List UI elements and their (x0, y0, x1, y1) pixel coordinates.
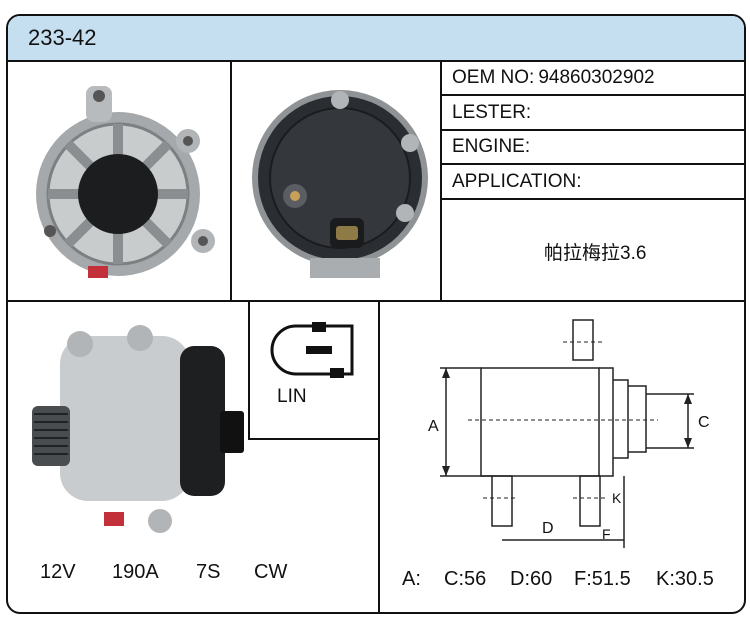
application-label: APPLICATION: (452, 171, 582, 192)
engine-label: ENGINE: (452, 136, 531, 157)
drawing-label-f: F (602, 526, 611, 542)
alternator-rear-photo (252, 90, 428, 278)
divider (230, 60, 232, 300)
connector-label: LIN (277, 386, 307, 407)
part-number: 233-42 (28, 25, 97, 50)
product-card: 233-42 OEM NO:94860302902 LESTER: ENGINE… (6, 14, 746, 614)
rating-pulley: 7S (196, 561, 221, 583)
drawing-label-a: A (428, 418, 439, 435)
dimension-f: F:51.5 (574, 568, 631, 590)
dimension-c: C:56 (444, 568, 487, 590)
header-bar: 233-42 (8, 16, 744, 62)
divider (440, 94, 744, 96)
drawing-label-c: C (698, 414, 710, 431)
dimension-d: D:60 (510, 568, 553, 590)
divider (440, 129, 744, 131)
lin-connector-diagram (270, 322, 354, 378)
divider (248, 438, 380, 440)
alternator-side-photo (32, 325, 244, 533)
divider (378, 300, 380, 612)
rating-rotation: CW (254, 561, 288, 583)
dimension-a: A: (402, 568, 421, 590)
oem-row: OEM NO:94860302902 (452, 67, 655, 89)
dimension-k: K:30.5 (656, 568, 714, 590)
oem-label: OEM NO: (452, 67, 535, 88)
rating-voltage: 12V (40, 561, 76, 583)
lester-label: LESTER: (452, 102, 532, 123)
dimension-drawing (440, 319, 694, 548)
drawing-label-d: D (542, 520, 554, 537)
drawing-label-k: K (612, 490, 622, 506)
application-value: 帕拉梅拉3.6 (544, 243, 647, 264)
divider (248, 300, 250, 440)
alternator-front-photo (36, 86, 215, 278)
divider (440, 60, 442, 300)
divider (440, 198, 744, 200)
rating-current: 190A (112, 561, 159, 583)
divider (440, 163, 744, 165)
divider (8, 300, 744, 302)
oem-value: 94860302902 (538, 67, 655, 88)
